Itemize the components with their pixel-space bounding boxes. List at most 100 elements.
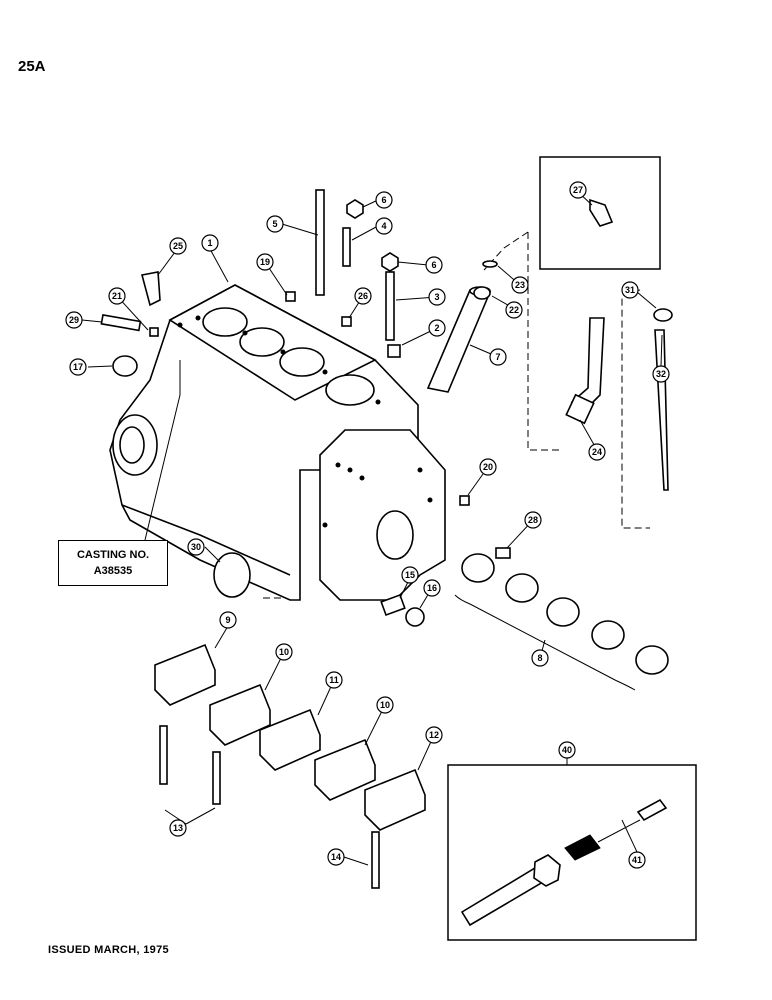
- bearing-cap-9: [154, 643, 216, 706]
- svg-text:17: 17: [73, 362, 83, 372]
- svg-text:10: 10: [380, 700, 390, 710]
- plug-20: [459, 495, 470, 506]
- bracket-bearings: [454, 594, 636, 691]
- svg-text:3: 3: [434, 292, 439, 302]
- stud-4: [342, 227, 351, 267]
- callout-27: 27: [569, 181, 587, 199]
- svg-text:30: 30: [191, 542, 201, 552]
- svg-text:6: 6: [381, 195, 386, 205]
- pin-28: [495, 547, 511, 559]
- plug-26: [341, 316, 352, 327]
- callout-21: 21: [108, 287, 126, 305]
- callout-10-a: 10: [275, 643, 293, 661]
- bearing-cap-10-b: [314, 738, 376, 801]
- plug-15: [380, 593, 406, 617]
- svg-text:19: 19: [260, 257, 270, 267]
- callout-25: 25: [169, 237, 187, 255]
- svg-text:4: 4: [381, 221, 386, 231]
- callout-32: 32: [652, 365, 670, 383]
- svg-text:40: 40: [562, 745, 572, 755]
- cylinder-block: [109, 284, 446, 601]
- issue-date-footer: ISSUED MARCH, 1975: [48, 944, 169, 956]
- callout-31: 31: [621, 281, 639, 299]
- svg-text:26: 26: [358, 291, 368, 301]
- callout-40: 40: [558, 741, 576, 759]
- svg-text:2: 2: [434, 323, 439, 333]
- inset-box-drain-cock: [539, 156, 661, 270]
- svg-text:21: 21: [112, 291, 122, 301]
- callout-17: 17: [69, 358, 87, 376]
- svg-text:25: 25: [173, 241, 183, 251]
- svg-text:27: 27: [573, 185, 583, 195]
- callout-15: 15: [401, 566, 419, 584]
- callout-5: 5: [266, 215, 284, 233]
- ring-22: [473, 286, 491, 300]
- svg-text:22: 22: [509, 305, 519, 315]
- block-heater-40: [460, 798, 668, 927]
- bearing-cap-11: [259, 708, 321, 771]
- svg-text:13: 13: [173, 823, 183, 833]
- callout-1: 1: [201, 234, 219, 252]
- casting-number-title: CASTING NO.: [76, 549, 150, 561]
- callout-41: 41: [628, 851, 646, 869]
- svg-text:7: 7: [495, 352, 500, 362]
- bearing-cap-12: [364, 768, 426, 831]
- callout-22: 22: [505, 301, 523, 319]
- stud-3: [385, 271, 395, 341]
- bolt-13-b: [212, 751, 221, 805]
- callout-28: 28: [524, 511, 542, 529]
- inset-box-block-heater: [447, 764, 697, 941]
- bearing-cap-10-a: [209, 683, 271, 746]
- svg-text:41: 41: [632, 855, 642, 865]
- nut-6-upper: [346, 199, 364, 219]
- callout-26: 26: [354, 287, 372, 305]
- svg-text:5: 5: [272, 219, 277, 229]
- svg-text:9: 9: [225, 615, 230, 625]
- callout-12: 12: [425, 726, 443, 744]
- callout-19: 19: [256, 253, 274, 271]
- svg-text:28: 28: [528, 515, 538, 525]
- plug-19: [285, 291, 296, 302]
- svg-text:31: 31: [625, 285, 635, 295]
- callout-9: 9: [219, 611, 237, 629]
- svg-text:8: 8: [537, 653, 542, 663]
- callout-10-b: 10: [376, 696, 394, 714]
- page-number: 25A: [18, 58, 46, 75]
- fitting-25: [141, 271, 161, 307]
- plug-16: [405, 607, 425, 627]
- sleeve-2: [387, 344, 401, 358]
- callout-24: 24: [588, 443, 606, 461]
- svg-text:6: 6: [431, 260, 436, 270]
- callout-30: 30: [187, 538, 205, 556]
- dipstick-31-32: [653, 308, 673, 491]
- seal-23: [482, 260, 498, 268]
- stud-5: [315, 189, 325, 296]
- svg-text:29: 29: [69, 315, 79, 325]
- bolt-14: [371, 831, 380, 889]
- main-bearings-8: [461, 553, 669, 675]
- callout-6-upper: 6: [375, 191, 393, 209]
- callout-7: 7: [489, 348, 507, 366]
- callout-14: 14: [327, 848, 345, 866]
- bolt-13-a: [159, 725, 168, 785]
- callout-13: 13: [169, 819, 187, 837]
- svg-text:32: 32: [656, 369, 666, 379]
- dashed-group-line-dipstick: [621, 289, 650, 529]
- svg-text:20: 20: [483, 462, 493, 472]
- callout-4: 4: [375, 217, 393, 235]
- callout-2: 2: [428, 319, 446, 337]
- callout-23: 23: [511, 276, 529, 294]
- casting-number-value: A38535: [93, 565, 133, 577]
- filler-tube-24: [565, 317, 605, 425]
- svg-text:16: 16: [427, 583, 437, 593]
- svg-text:15: 15: [405, 570, 415, 580]
- svg-text:24: 24: [592, 447, 602, 457]
- stud-29: [100, 314, 142, 332]
- callout-20: 20: [479, 458, 497, 476]
- callout-3: 3: [428, 288, 446, 306]
- casting-number-label: CASTING NO. A38535: [58, 540, 168, 586]
- expansion-plug-30: [213, 552, 251, 598]
- nut-6-lower: [381, 252, 399, 272]
- callout-8: 8: [531, 649, 549, 667]
- callout-29: 29: [65, 311, 83, 329]
